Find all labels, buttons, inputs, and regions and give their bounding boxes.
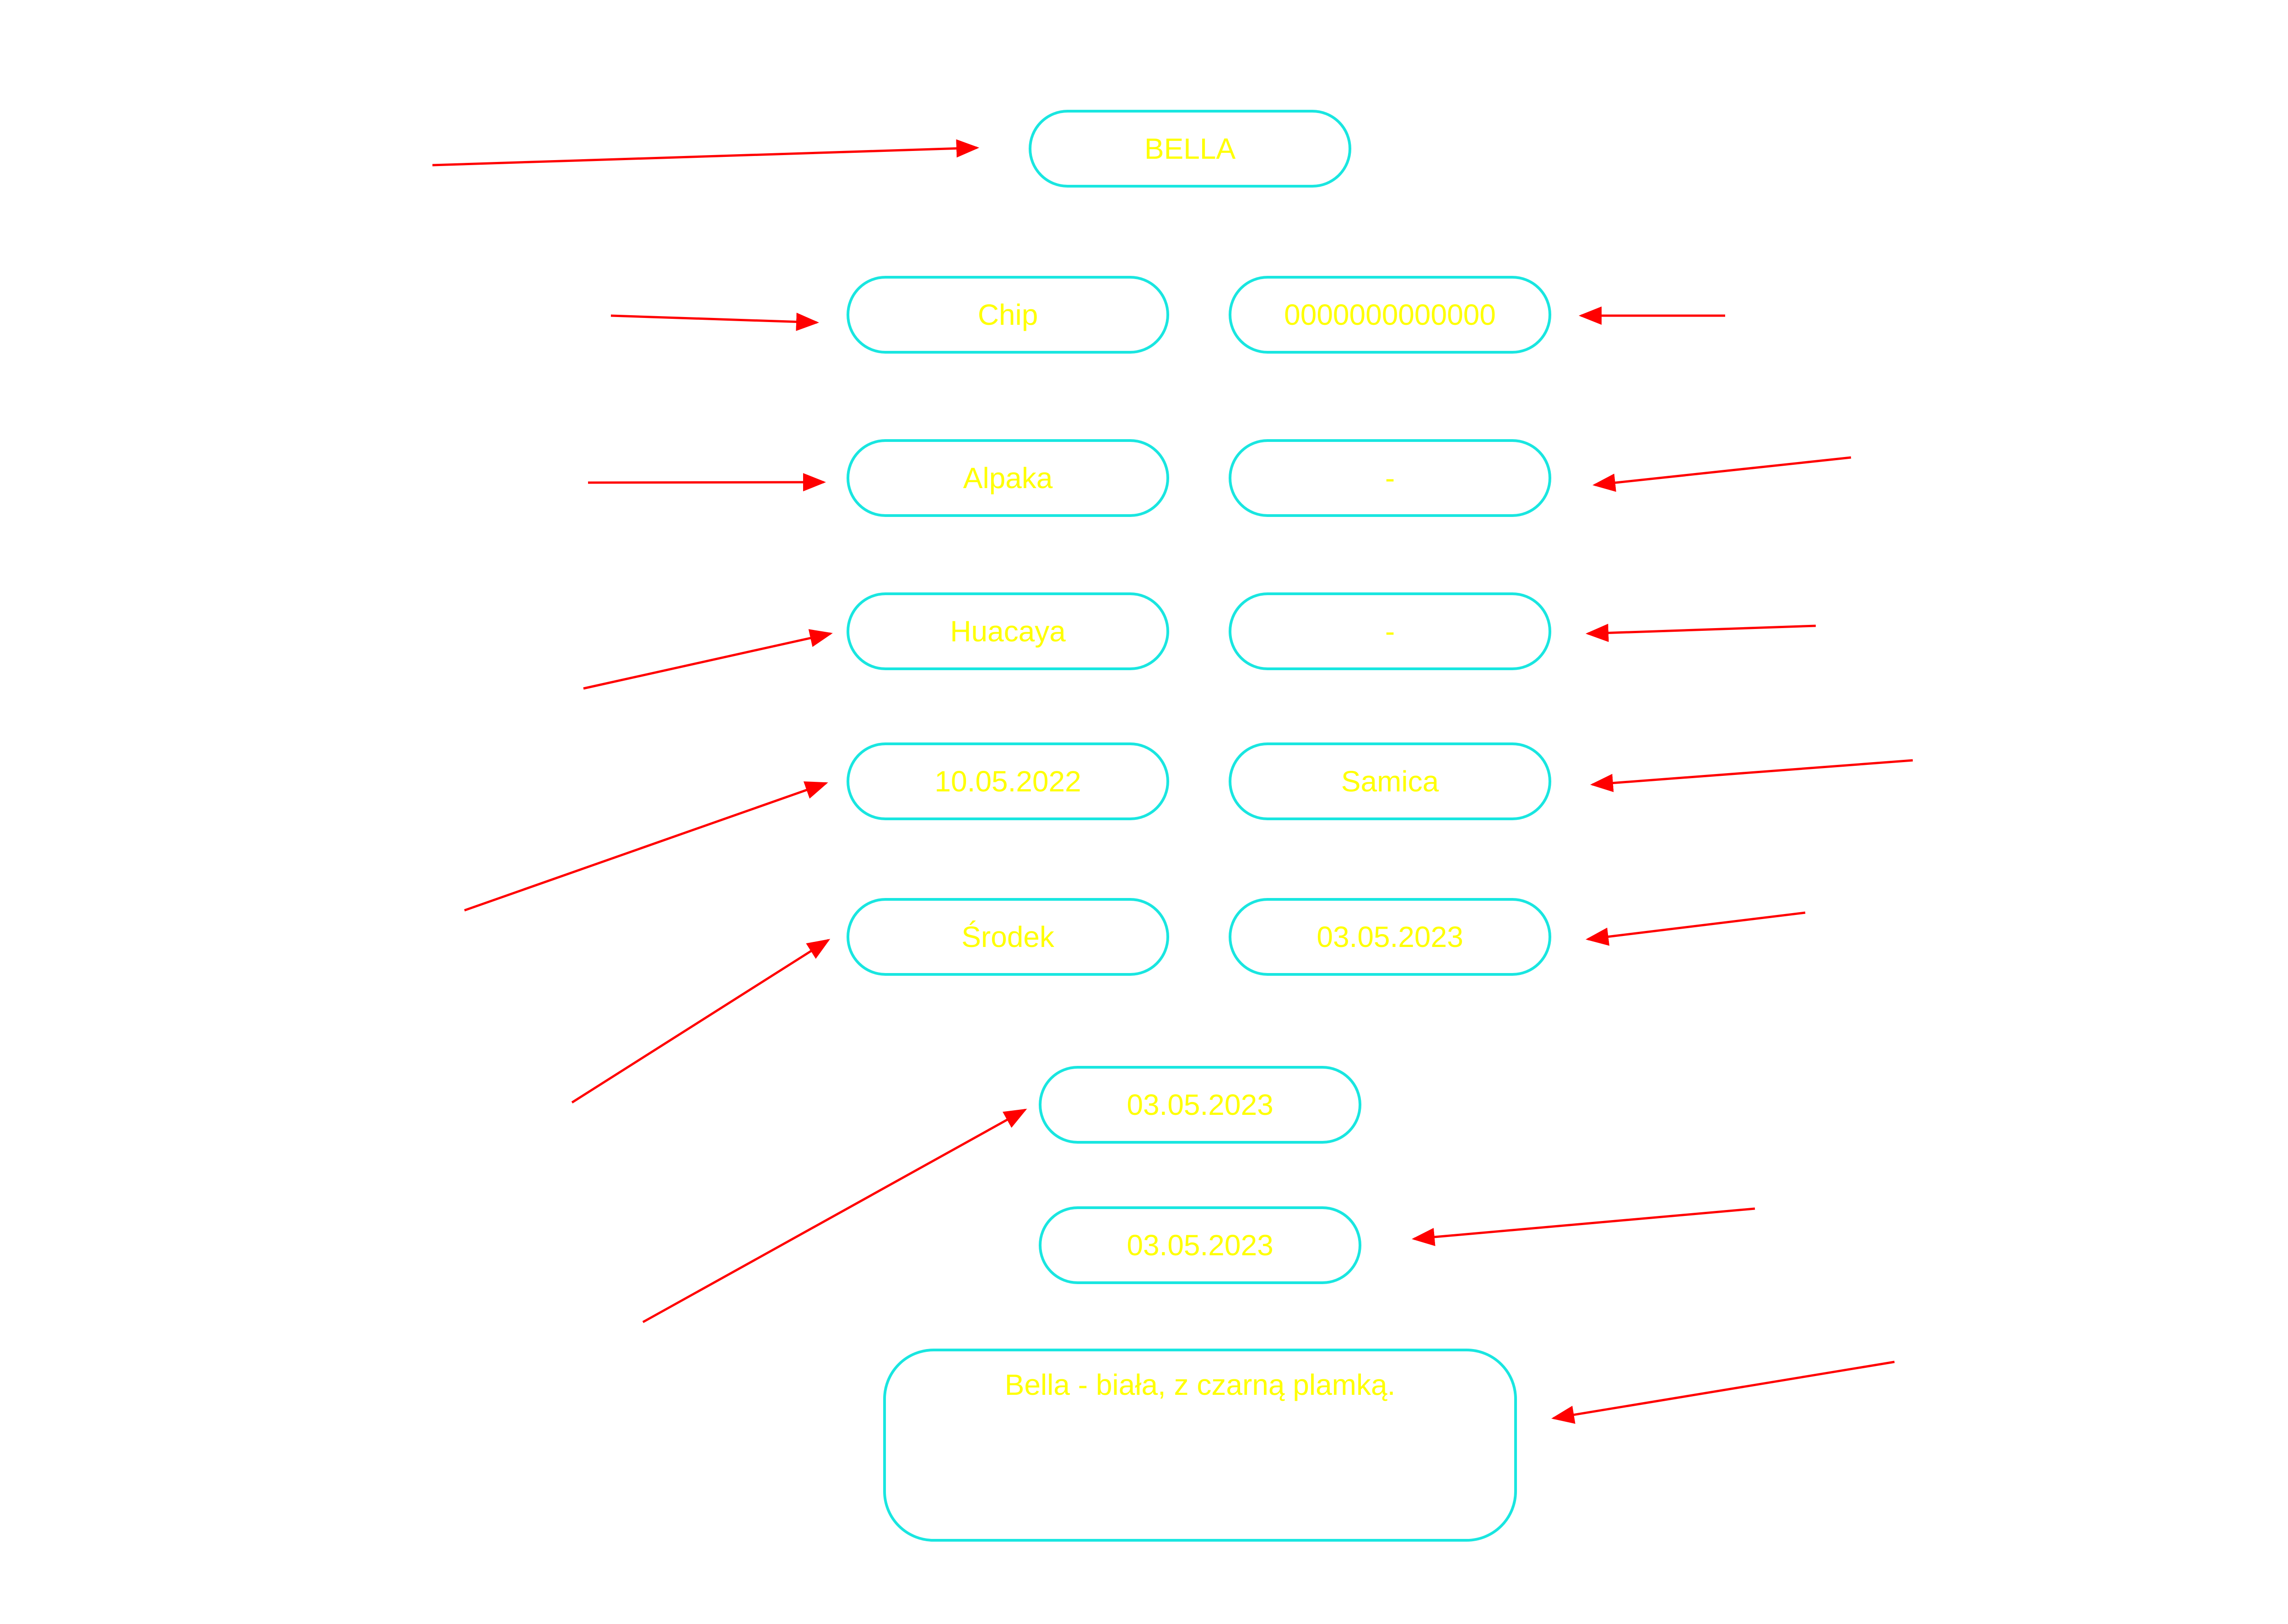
arrow-to-date-right [1586,911,1806,946]
date-right-field[interactable]: 03.05.2023 [1229,898,1551,976]
arrow-to-species-extra [1592,456,1851,492]
animal-name-field[interactable]: BELLA [1029,110,1351,188]
arrow-to-breed [583,629,833,690]
arrow-to-chip-label [610,312,819,331]
date-lower-2-field[interactable]: 03.05.2023 [1039,1206,1361,1284]
arrow-to-breed-extra [1586,624,1816,642]
sex-field[interactable]: Samica [1229,742,1551,820]
breed-extra-field[interactable]: - [1229,592,1551,670]
notes-textarea[interactable]: Bella - biała, z czarną plamką. [883,1349,1517,1542]
arrow-to-name [432,139,979,167]
arrow-to-species [588,473,826,492]
species-extra-field[interactable]: - [1229,439,1551,517]
arrow-to-date-lower-2 [1412,1207,1755,1246]
date-lower-1-field[interactable]: 03.05.2023 [1039,1066,1361,1144]
birth-date-field[interactable]: 10.05.2022 [847,742,1169,820]
species-field[interactable]: Alpaka [847,439,1169,517]
arrow-to-birth-date [464,781,828,912]
arrow-to-date-lower-1 [642,1108,1027,1323]
chip-number-field[interactable]: 0000000000000 [1229,276,1551,354]
chip-label-field[interactable]: Chip [847,276,1169,354]
arrow-to-location [571,939,831,1104]
arrow-to-notes [1551,1361,1895,1424]
location-field[interactable]: Środek [847,898,1169,976]
arrow-to-sex [1590,759,1913,792]
breed-field[interactable]: Huacaya [847,592,1169,670]
